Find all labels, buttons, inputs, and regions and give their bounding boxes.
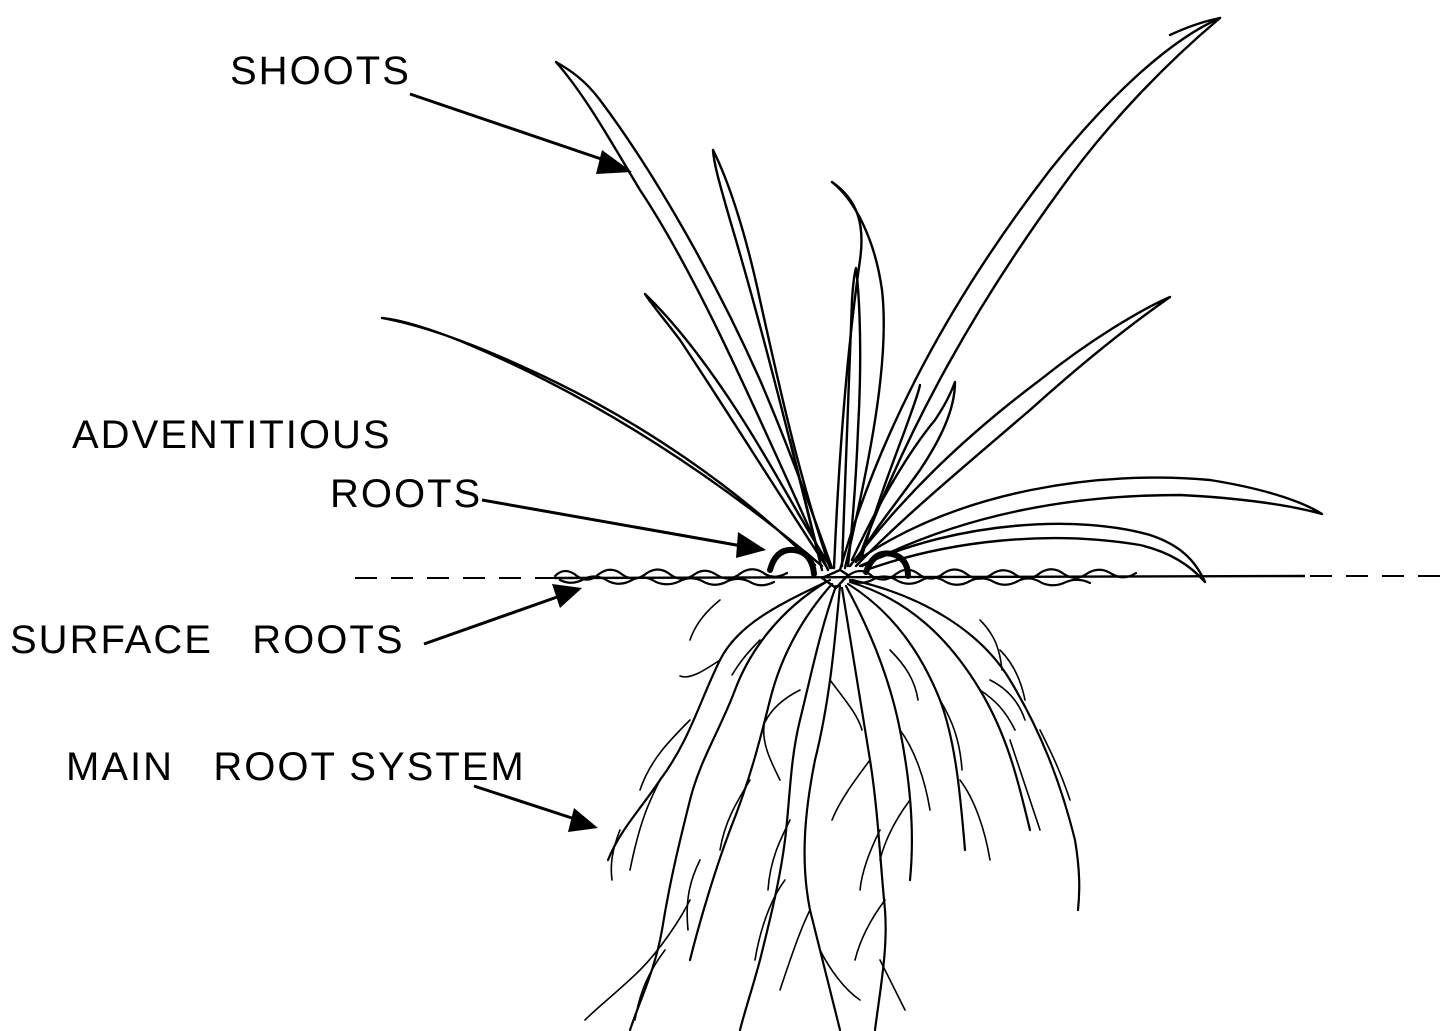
- label-surface-roots: SURFACE ROOTS: [10, 618, 405, 662]
- arrow-adventitious-roots: [482, 500, 766, 558]
- label-main-root-system: MAIN ROOT SYSTEM: [66, 745, 526, 789]
- label-adventitious-roots: ROOTS: [330, 472, 482, 516]
- label-shoots: SHOOTS: [230, 49, 411, 93]
- arrow-shoots: [410, 94, 632, 174]
- main-root-system: [585, 580, 1079, 1030]
- shoots: [382, 18, 1322, 588]
- arrow-main-root-system: [474, 786, 598, 832]
- arrow-surface-roots: [424, 584, 582, 644]
- label-adventitious: ADVENTITIOUS: [72, 413, 392, 457]
- ground-line: [355, 576, 1444, 578]
